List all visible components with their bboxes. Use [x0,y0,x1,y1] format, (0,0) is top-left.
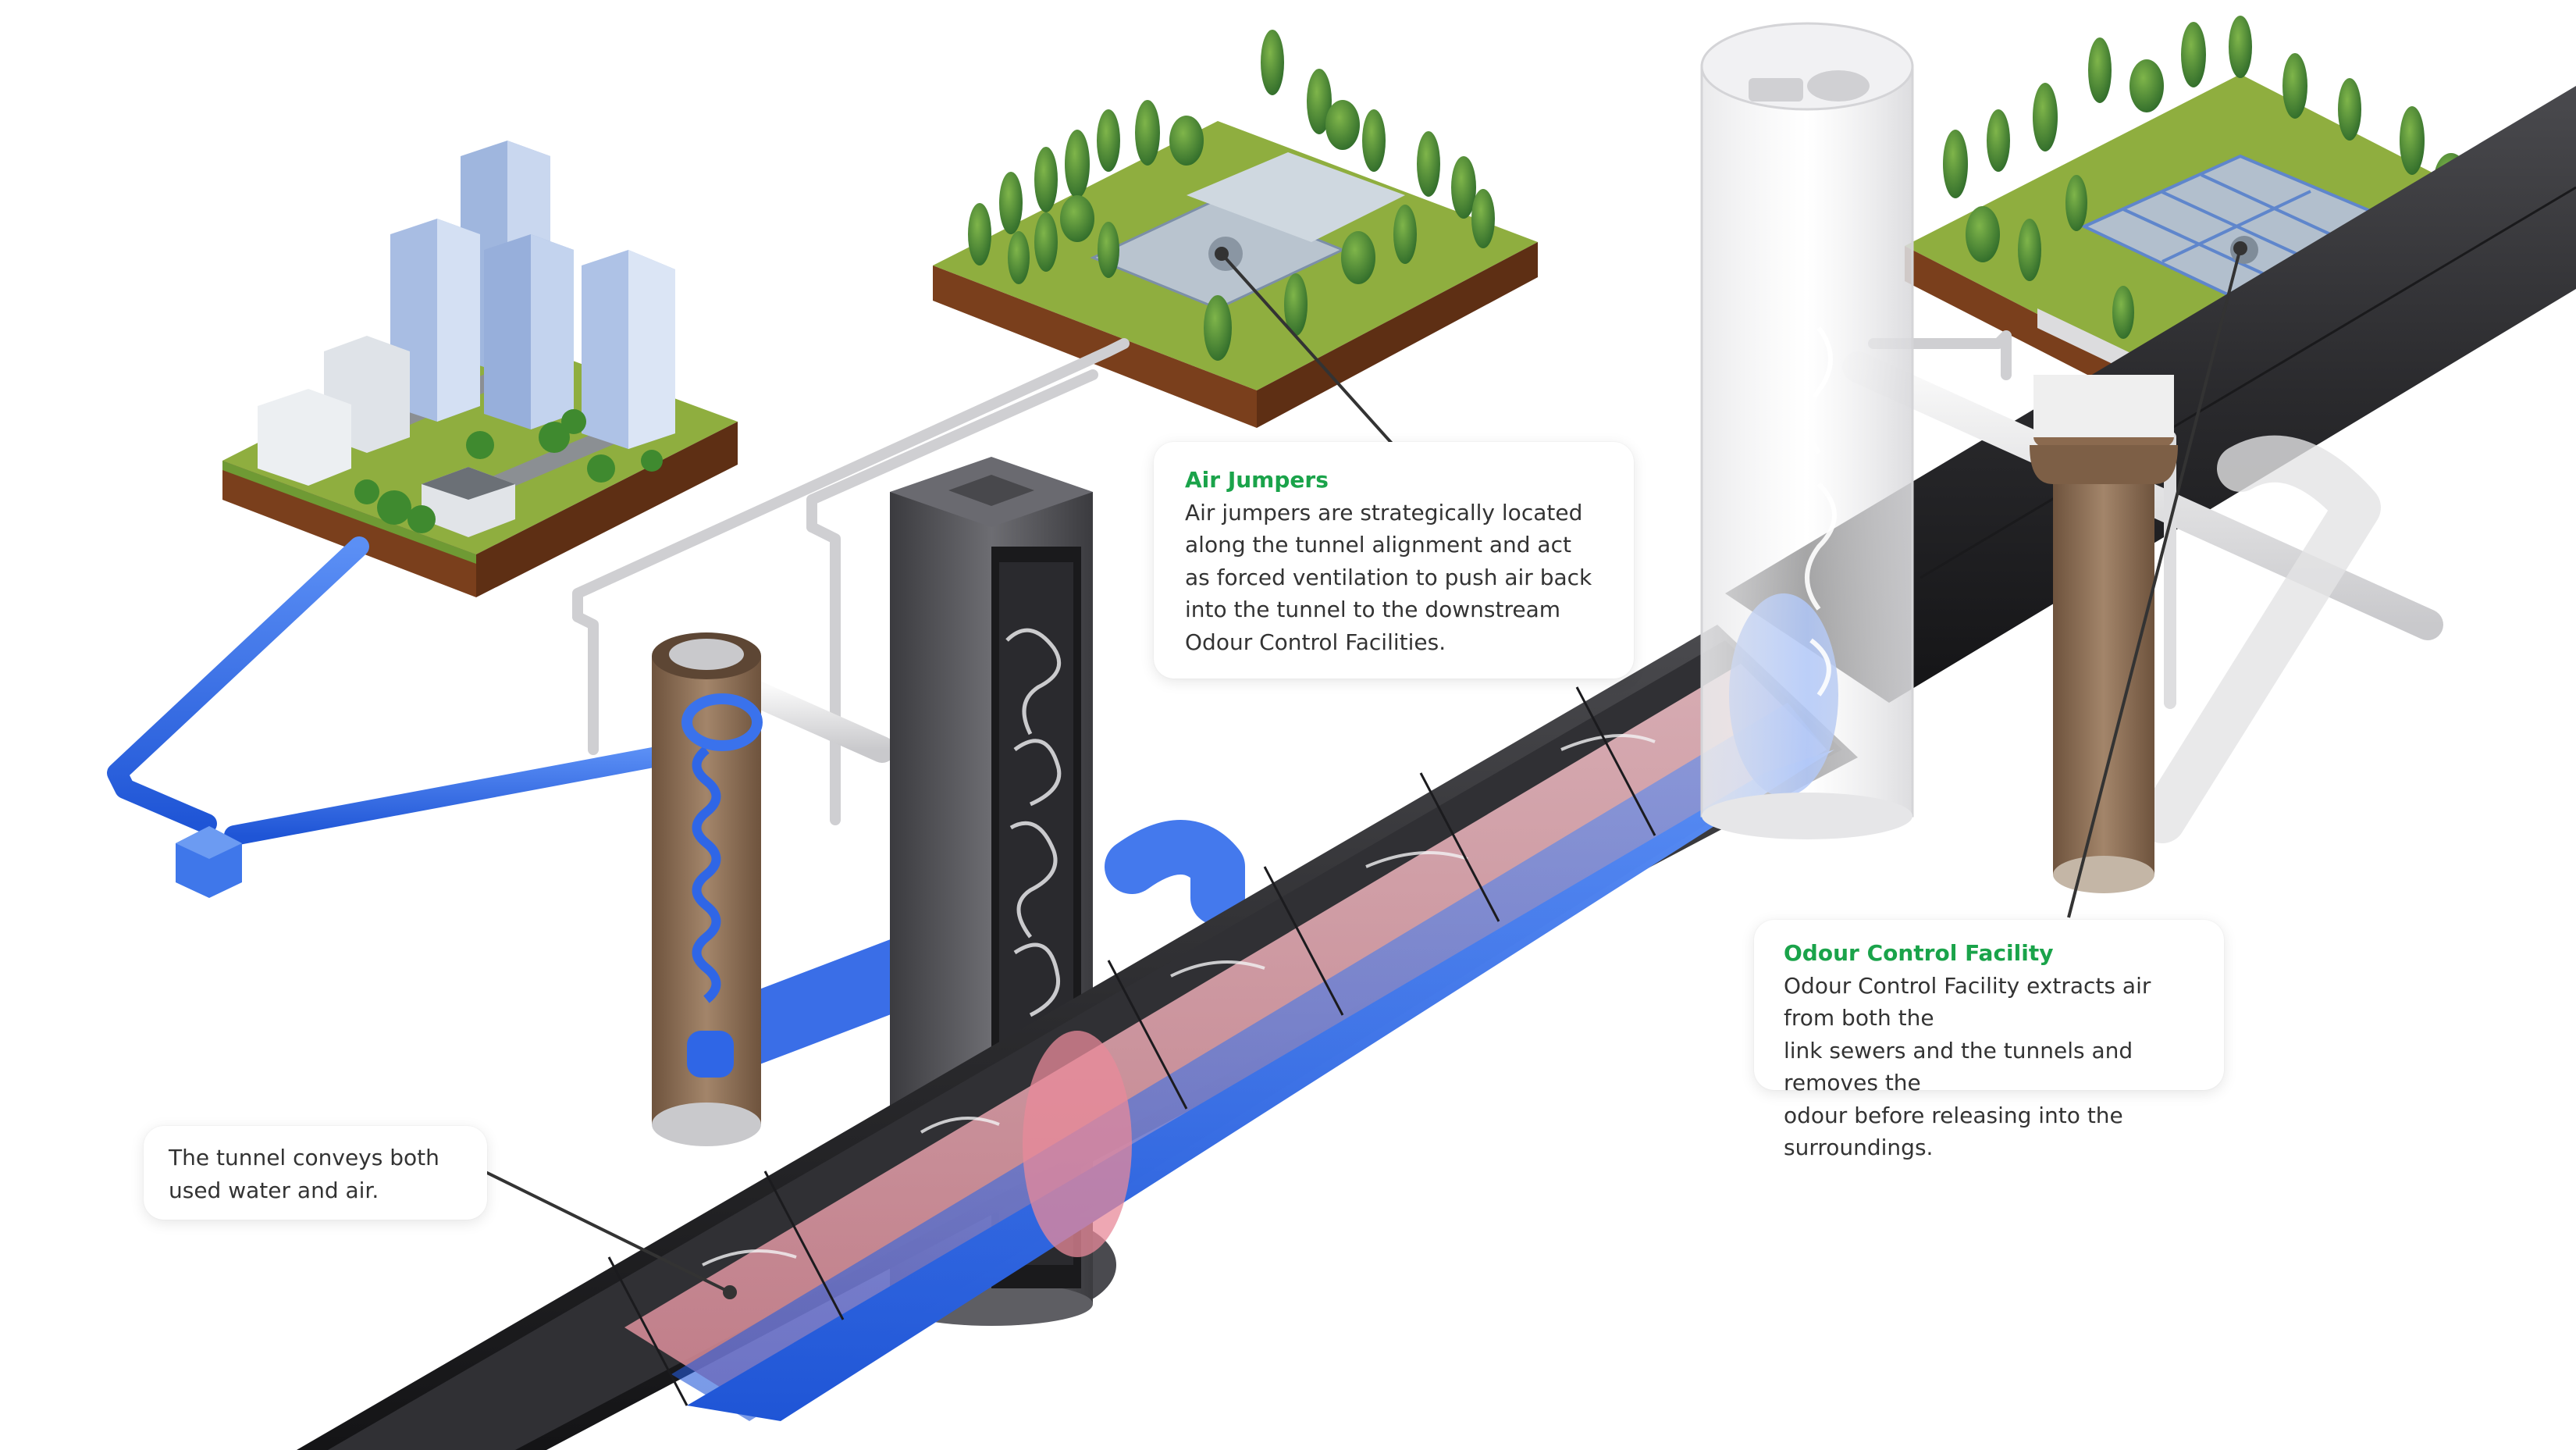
callout-odour-control: Odour Control Facility Odour Control Fac… [1754,920,2224,1160]
callout-tunnel: The tunnel conveys both used water and a… [144,1126,487,1220]
air-jumper-island [933,30,1538,428]
leader-air-jumpers [1220,252,1395,447]
callout-air-jumpers: Air Jumpers Air jumpers are strategicall… [1154,442,1634,679]
tunnel-segment-lines [607,686,1656,1406]
leader-tunnel [483,1170,731,1294]
island-trees-center [968,30,1495,361]
odour-facility-shaft [2030,375,2178,893]
glass-shaft [1700,22,1914,839]
tunnel-front [297,593,1858,1450]
callout-tunnel-body: The tunnel conveys both used water and a… [169,1145,439,1203]
callout-air-jumpers-body: Air jumpers are strategically located al… [1185,499,1592,655]
office-buildings [258,141,675,537]
callout-odour-control-title: Odour Control Facility [1784,940,2054,966]
callout-odour-control-body: Odour Control Facility extracts air from… [1784,972,2151,1161]
tunnel-air-swirls [702,734,1656,1267]
city-trees [354,409,663,533]
drop-shaft-left [652,632,763,1146]
glass-shaft-swirls [1805,326,1837,696]
callout-leader-lines [483,241,2247,1299]
city-island [222,141,738,597]
callout-air-jumpers-title: Air Jumpers [1185,467,1329,493]
leader-odour-control [2067,248,2242,918]
